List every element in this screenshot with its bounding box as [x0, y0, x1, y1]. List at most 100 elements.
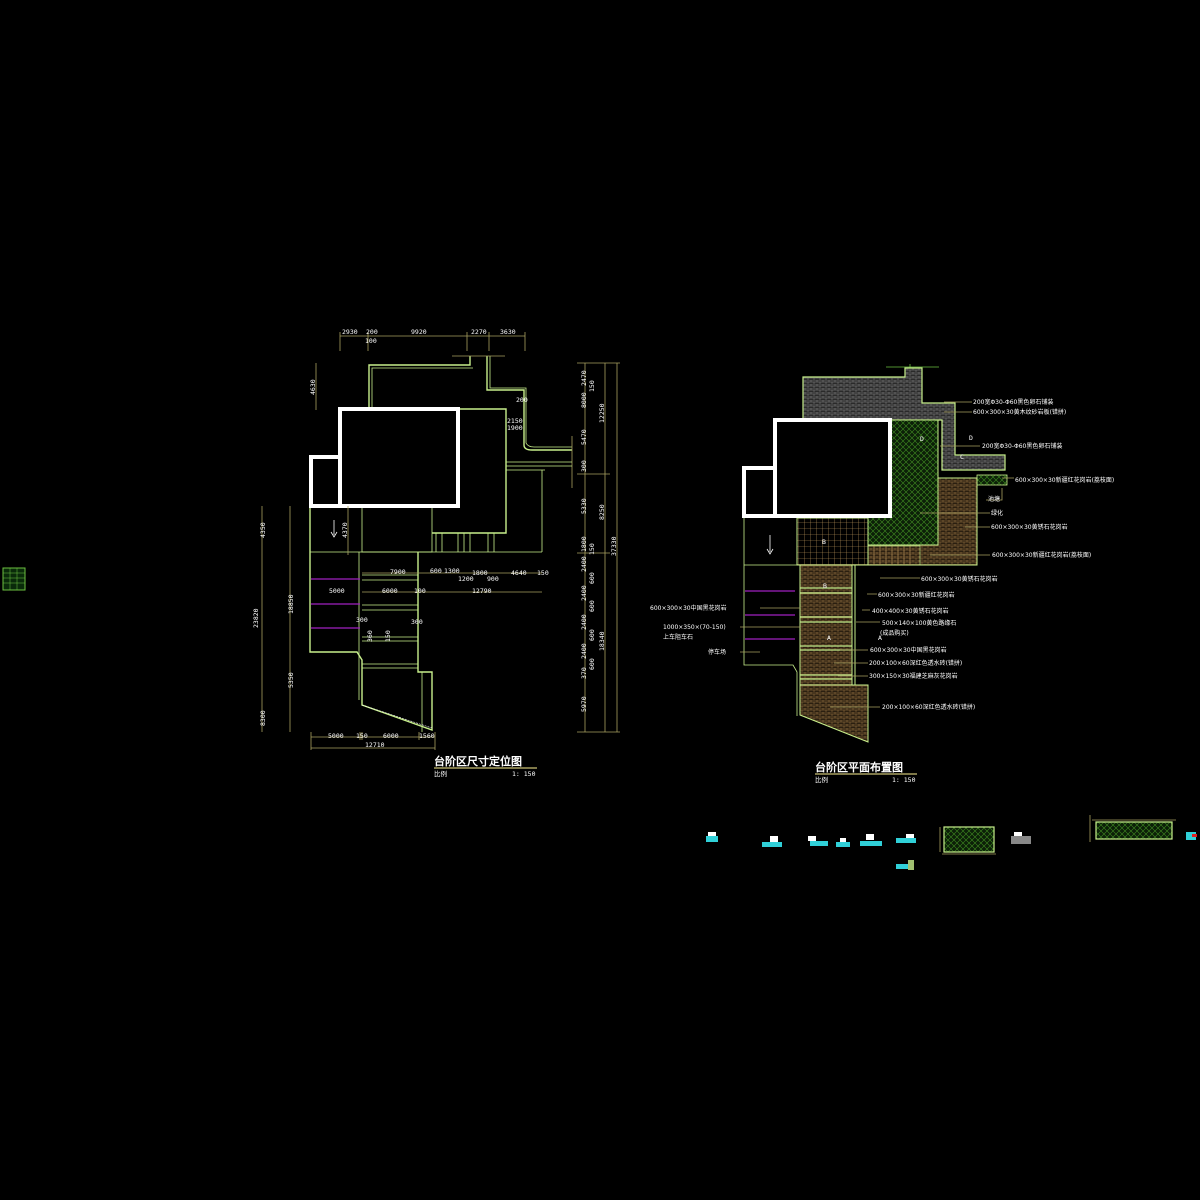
scale-label: 比例	[434, 769, 447, 778]
dim-text: 5330	[580, 498, 588, 514]
dim-text: 200	[366, 328, 378, 336]
material-label: 停车场	[708, 648, 726, 656]
material-label: (成品购买)	[880, 629, 909, 637]
scale-value: 1: 150	[512, 770, 536, 778]
detail-section	[860, 834, 882, 846]
dim-text: 4640	[511, 569, 527, 577]
section-marker-d: D	[969, 434, 973, 442]
dim-text: 100	[414, 587, 426, 595]
dim-text: 150	[588, 380, 596, 392]
dim-text: 300	[411, 618, 423, 626]
dim-text: 900	[487, 575, 499, 583]
detail-section	[896, 834, 916, 843]
dim-text: 1800	[472, 569, 488, 577]
dim-text: 6000	[382, 587, 398, 595]
dim-text: 6000	[383, 732, 399, 740]
dim-text: 600	[588, 600, 596, 612]
material-label: 600×300×30中国黑花岗岩	[870, 646, 947, 654]
dim-text: 8000	[580, 392, 588, 408]
dim-text: 8250	[598, 504, 606, 520]
material-labels-left: 600×300×30中国黑花岗岩 1000×350×(70-150) 上车阻车石…	[650, 604, 727, 656]
drawing-title-block: 台阶区平面布置图 比例 1: 150	[815, 760, 917, 784]
section-marker-c: C	[960, 453, 964, 461]
dim-text: 600	[588, 629, 596, 641]
dim-text: 360	[366, 630, 374, 642]
dimension-plan: 2930 200 9920 2270 3630 100	[252, 328, 620, 778]
dim-text: 2150	[507, 417, 523, 425]
material-label: 600×300×30黄锈石花岗岩	[921, 575, 998, 583]
dim-text: 4350	[259, 522, 267, 538]
dim-text: 2400	[580, 614, 588, 630]
dim-text: 8300	[259, 710, 267, 726]
material-label: 1000×350×(70-150)	[663, 624, 726, 631]
left-dimensions: 4630 4370 4350 18850 23820 5350 8300	[252, 363, 349, 732]
material-label: 600×300×30黄锈石花岗岩	[991, 523, 1068, 531]
dim-text: 4370	[341, 522, 349, 538]
dim-text: 5350	[287, 672, 295, 688]
dim-text: 5000	[329, 587, 345, 595]
dim-text: 12790	[472, 587, 492, 595]
drawing-title-block: 台阶区尺寸定位图 比例 1: 150	[434, 754, 537, 778]
pond-area	[976, 474, 1008, 486]
dim-text: 1560	[419, 732, 435, 740]
section-marker-b: B	[823, 582, 827, 590]
dim-text: 600	[588, 658, 596, 670]
detail-section	[836, 838, 850, 847]
top-dimension-line: 2930 200 9920 2270 3630 100	[339, 328, 526, 351]
section-marker-d: D	[920, 435, 924, 443]
dim-text: 5970	[580, 696, 588, 712]
dim-text: 2400	[580, 556, 588, 572]
material-label: 200×100×60深红色透水砖(错拼)	[869, 659, 962, 667]
dim-text: 9920	[411, 328, 427, 336]
material-label: 600×300×30新疆红花岗岩(荔枝面)	[1015, 476, 1114, 484]
material-label: 300×150×30福建芝麻灰花岗岩	[869, 672, 958, 680]
dim-text: 600	[588, 572, 596, 584]
dim-text: 150	[384, 630, 392, 642]
dim-text: 3630	[500, 328, 516, 336]
detail-bench-plan	[1089, 815, 1176, 842]
dim-text: 5000	[328, 732, 344, 740]
pebble-paving-area	[802, 367, 1006, 471]
drawing-title: 台阶区尺寸定位图	[434, 754, 522, 768]
dim-text: 18850	[287, 594, 295, 614]
dim-text: 2470	[580, 370, 588, 386]
dim-text: 200	[516, 396, 528, 404]
material-label: 200×100×60深红色透水砖(错拼)	[882, 703, 975, 711]
dim-text: 300	[356, 616, 368, 624]
section-marker-a: A	[827, 634, 831, 642]
dim-text: 1200	[458, 575, 474, 583]
material-label: 池塘	[988, 495, 1000, 503]
material-labels-right: 200宽Φ30-Φ60黑色卵石铺装 600×300×30黄木纹砂岩板(错拼) 2…	[869, 398, 1114, 711]
dim-text: 370	[580, 667, 588, 679]
detail-section	[1186, 832, 1197, 840]
bottom-dimensions: 5000 150 6000 1560 12710	[310, 732, 436, 750]
material-label: 600×300×30中国黑花岗岩	[650, 604, 727, 612]
planting-area	[867, 419, 939, 546]
dim-text: 1800	[580, 536, 588, 552]
dim-text: 23820	[252, 608, 260, 628]
permeable-brick-area	[799, 684, 869, 743]
layout-plan: D D C B B A A 200宽Φ30-Φ60黑色卵石铺装 600×300×…	[650, 364, 1114, 784]
material-label: 200宽Φ30-Φ60黑色卵石铺装	[982, 442, 1062, 450]
layout-thumbnail[interactable]	[2, 567, 26, 591]
right-dimensions: 2470 8000 5470 300 5330 1800 2400 2400 2…	[577, 362, 620, 733]
dim-text: 12710	[365, 741, 385, 749]
dim-text: 2400	[580, 643, 588, 659]
dim-text: 1300	[444, 567, 460, 575]
dim-text: 2400	[580, 585, 588, 601]
detail-planter-plan	[939, 826, 996, 855]
site-outline	[309, 355, 573, 732]
material-label: 绿化	[991, 509, 1003, 517]
dim-text: 18340	[598, 631, 606, 651]
building-footprint	[309, 407, 460, 508]
dim-text: 5470	[580, 429, 588, 445]
material-label: 600×300×30新疆红花岗岩	[878, 591, 955, 599]
dim-text: 300	[580, 460, 588, 472]
detail-section-thumbnails	[706, 815, 1197, 870]
dim-text: 2270	[471, 328, 487, 336]
stair-area	[799, 564, 856, 686]
section-markers: D D C B B A A	[822, 434, 973, 642]
dim-text: 12250	[598, 403, 606, 423]
dim-text: 2930	[342, 328, 358, 336]
